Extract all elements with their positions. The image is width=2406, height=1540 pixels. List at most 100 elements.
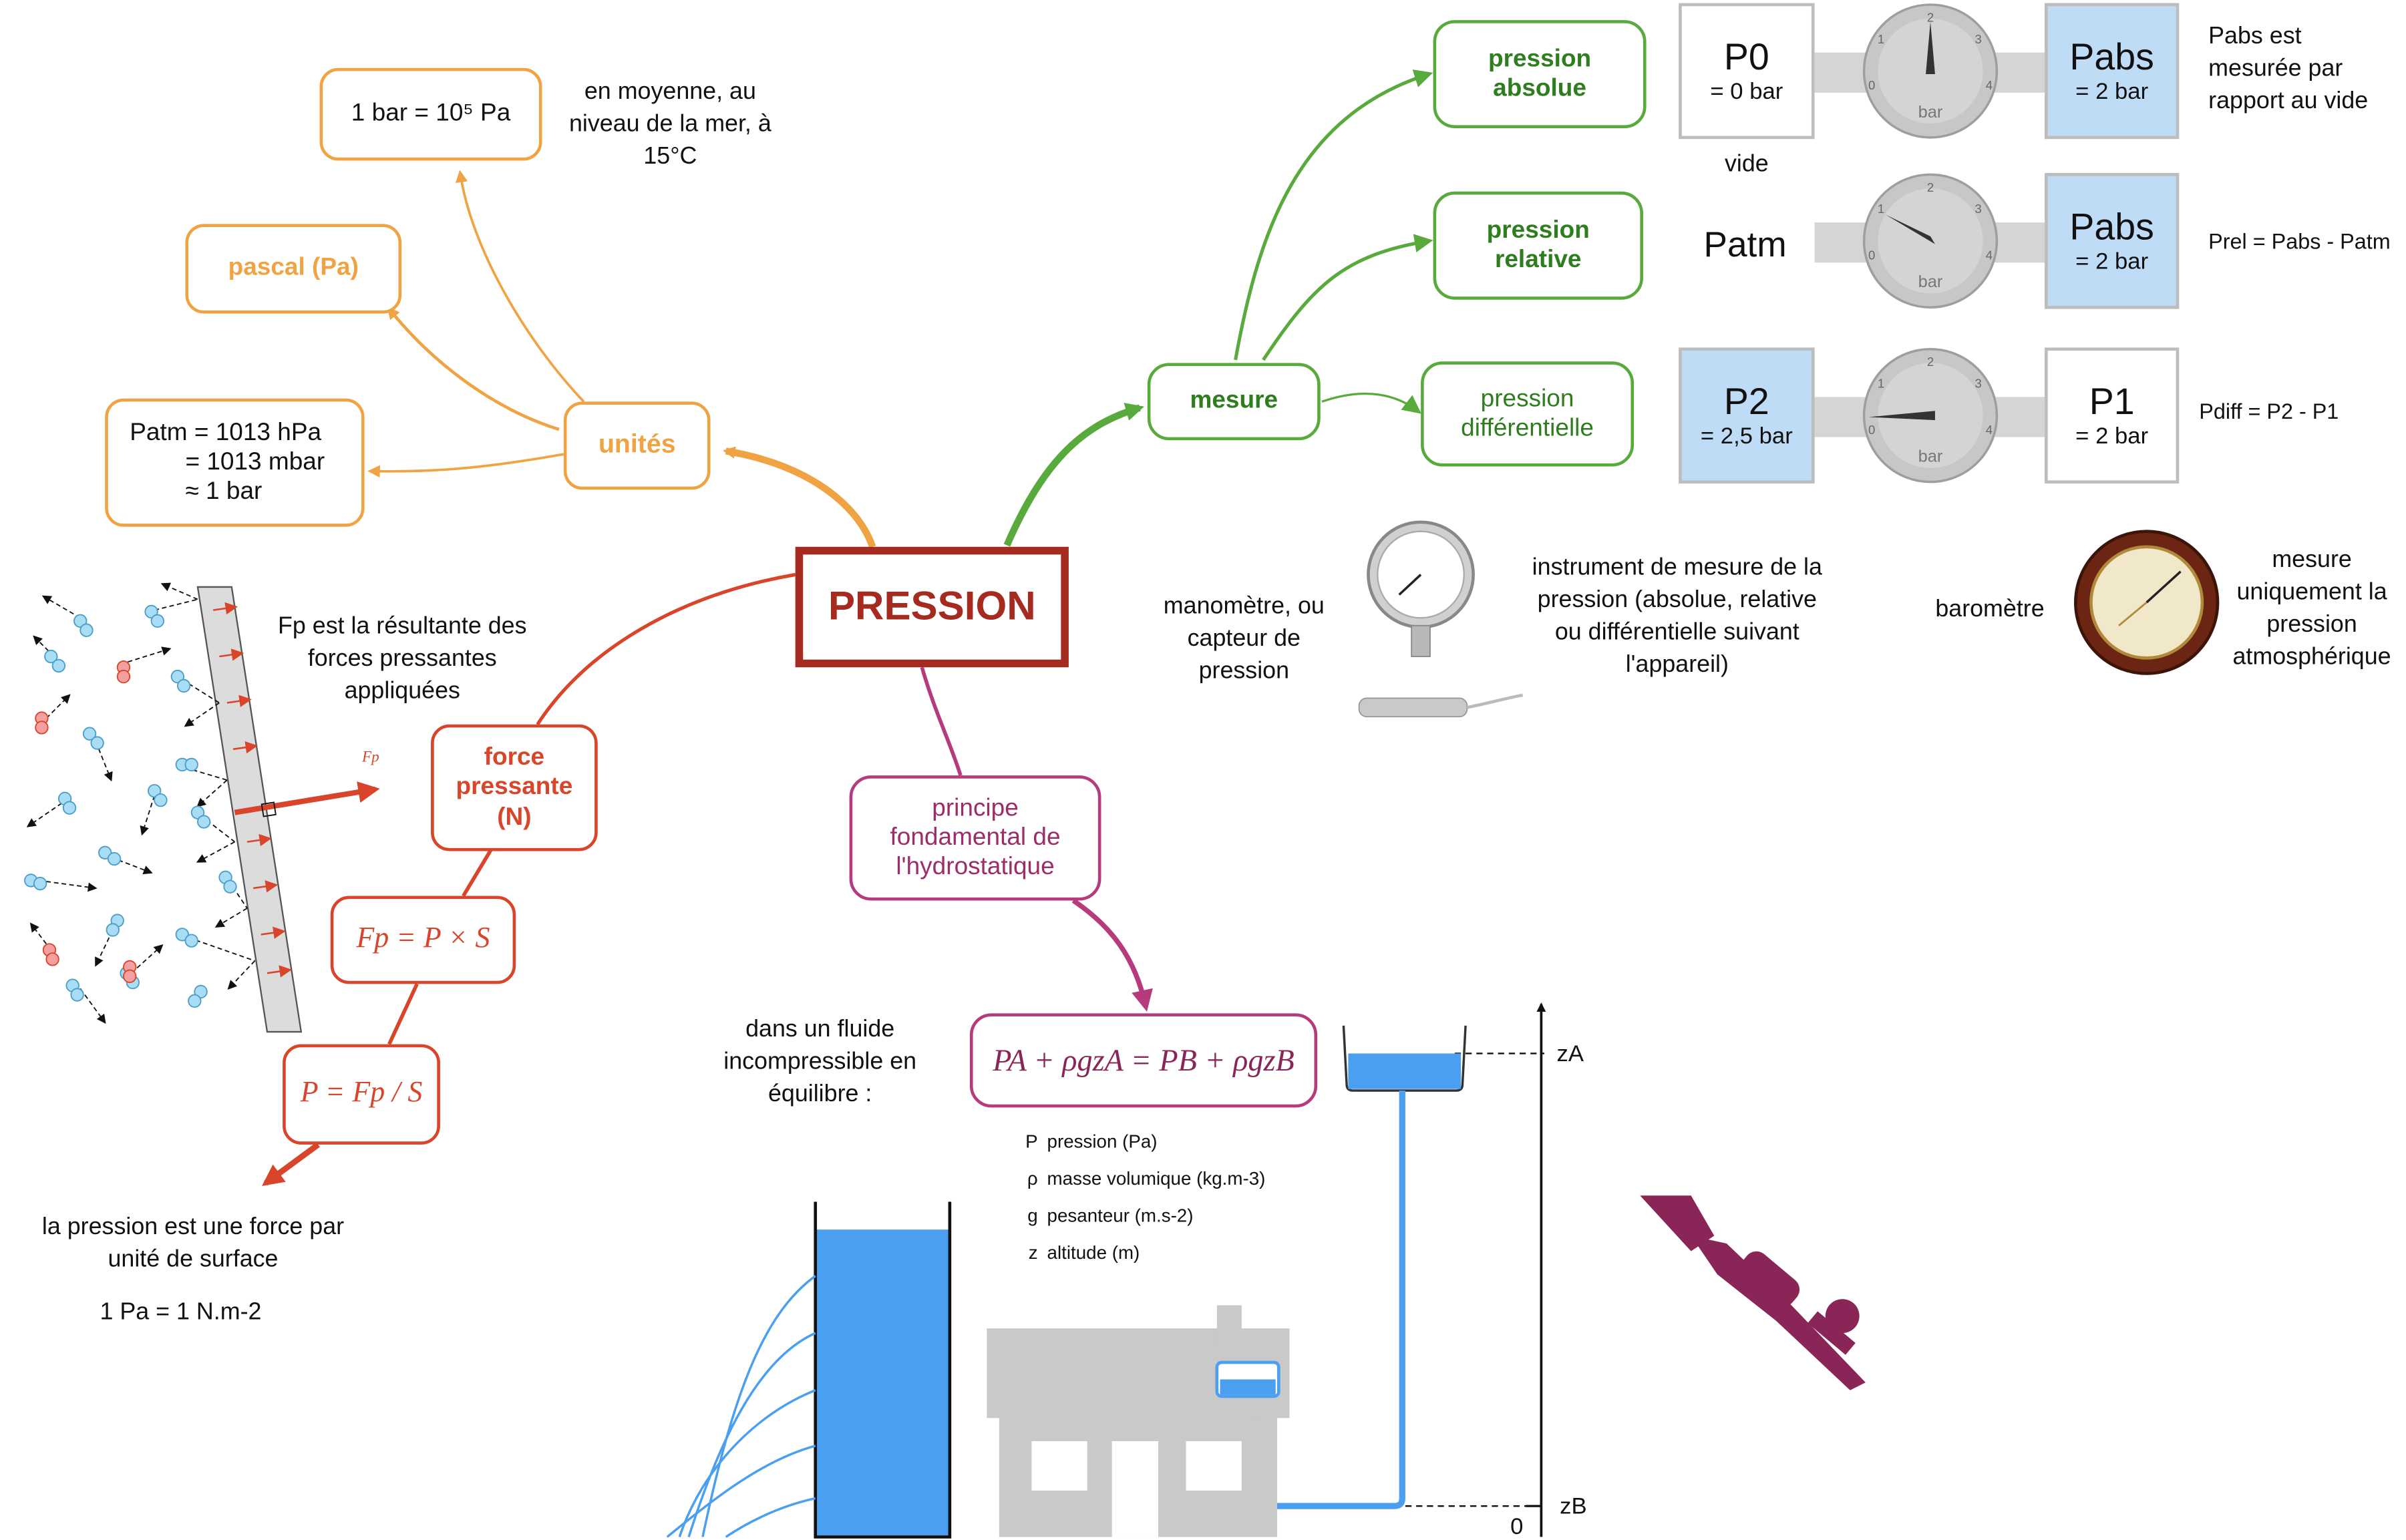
pabs-label-1: Pabs <box>2069 36 2154 78</box>
absolute-pressure-node[interactable]: pression absolue <box>1433 20 1647 128</box>
pressure-wall-illustration <box>24 582 380 1033</box>
manometer-image <box>1358 520 1524 718</box>
center-title: PRESSION <box>828 582 1036 630</box>
p1-box: P1 = 2 bar <box>2045 347 2180 484</box>
connector-center-force <box>536 572 796 726</box>
hydro-formula-node[interactable]: PA + ρgzA = PB + ρgzB <box>969 1013 1318 1108</box>
p0-value: = 0 bar <box>1710 79 1783 106</box>
units-label: unités <box>598 429 676 459</box>
force-formula-node[interactable]: Fp = P × S <box>330 896 516 984</box>
force-formula: Fp = P × S <box>356 922 490 955</box>
gauge-needle-3 <box>1868 411 1935 421</box>
connector-units-bar <box>455 170 585 403</box>
p1-value: = 2 bar <box>2075 423 2149 450</box>
pabs-label-2: Pabs <box>2069 206 2154 248</box>
hydrostatics-label: principe fondamental de l'hydrostatique <box>890 795 1061 881</box>
svg-text:bar: bar <box>1918 272 1943 291</box>
connector-center-units <box>723 446 876 548</box>
patm-line-2: = 1013 mbar <box>185 449 325 476</box>
patm-line-3: ≈ 1 bar <box>185 479 263 506</box>
resultant-note: Fp est la résultante des forces pressant… <box>278 613 527 705</box>
hydro-axis-labels: zA zB 0 <box>1510 1041 1586 1539</box>
connector-pressure-definition <box>262 1142 320 1186</box>
water-jets <box>666 1275 816 1538</box>
pascal-label: pascal (Pa) <box>228 255 359 282</box>
gauge-row-1: 1 2 3 0 4 bar <box>1814 3 2047 139</box>
absolute-note: Pabs est mesurée par rapport au vide <box>2208 23 2369 115</box>
differential-pressure-label: pression différentielle <box>1461 385 1594 442</box>
p1-label: P1 <box>2089 381 2135 423</box>
svg-text:3: 3 <box>1975 377 1982 391</box>
svg-text:0: 0 <box>1868 78 1875 92</box>
connector-units-patm <box>367 453 564 478</box>
svg-text:3: 3 <box>1975 32 1982 46</box>
svg-text:4: 4 <box>1986 248 1993 262</box>
hydrostatics-node[interactable]: principe fondamental de l'hydrostatique <box>849 775 1101 901</box>
sea-level-note: en moyenne, au niveau de la mer, à 15°C <box>568 78 771 170</box>
measure-node[interactable]: mesure <box>1147 363 1321 441</box>
legend-symbol: z <box>1028 1241 1038 1264</box>
connector-force-formula <box>462 848 493 897</box>
bar-definition-node[interactable]: 1 bar = 10⁵ Pa <box>319 67 542 161</box>
force-vector-arrow <box>234 781 380 815</box>
connector-formula-pressure <box>387 983 419 1045</box>
svg-text:1: 1 <box>1878 32 1884 46</box>
connector-measure-differential <box>1321 392 1421 414</box>
vacuum-label: vide <box>1724 151 1769 178</box>
legend-symbol: ρ <box>1027 1167 1038 1190</box>
connector-center-measure <box>1003 403 1144 547</box>
pascal-node[interactable]: pascal (Pa) <box>185 224 402 314</box>
bar-definition: 1 bar = 10⁵ Pa <box>351 101 511 128</box>
hydro-diagram <box>666 1002 1866 1539</box>
barometer-description: mesure uniquement la pression atmosphéri… <box>2232 546 2391 671</box>
patm-node[interactable]: Patm = 1013 hPa = 1013 mbar ≈ 1 bar <box>105 398 365 527</box>
legend-description: altitude (m) <box>1047 1241 1140 1264</box>
p2-label: P2 <box>1723 381 1769 423</box>
house <box>987 1305 1290 1537</box>
force-vector-label: Fp <box>362 749 379 767</box>
pabs-box-2: Pabs = 2 bar <box>2045 173 2180 309</box>
force-node[interactable]: force pressante (N) <box>431 724 598 851</box>
molecules-blue <box>24 604 237 1008</box>
p2-value: = 2,5 bar <box>1700 423 1793 450</box>
connector-units-pascal <box>387 306 560 431</box>
legend-description: pesanteur (m.s-2) <box>1047 1205 1194 1227</box>
barometer-image <box>2074 530 2220 675</box>
svg-text:2: 2 <box>1927 180 1934 194</box>
center-node[interactable]: PRESSION <box>795 546 1069 668</box>
svg-text:4: 4 <box>1986 78 1993 92</box>
svg-text:2: 2 <box>1927 10 1934 24</box>
differential-pressure-node[interactable]: pression différentielle <box>1421 361 1635 467</box>
svg-text:0: 0 <box>1868 423 1875 437</box>
p0-label: P0 <box>1723 36 1769 78</box>
svg-text:bar: bar <box>1918 103 1943 122</box>
legend-description: pression (Pa) <box>1047 1131 1158 1153</box>
units-node[interactable]: unités <box>563 401 711 490</box>
molecules-red <box>35 660 137 983</box>
pascal-unit-definition: 1 Pa = 1 N.m-2 <box>100 1299 262 1326</box>
p0-box: P0 = 0 bar <box>1679 3 1815 140</box>
connector-measure-absolute <box>1234 69 1433 361</box>
pressure-definition: la pression est une force par unité de s… <box>41 1214 345 1274</box>
legend-description: masse volumique (kg.m-3) <box>1047 1167 1266 1190</box>
water-column <box>815 1229 950 1536</box>
connector-hydro-formula <box>1071 898 1153 1012</box>
force-label: force pressante (N) <box>456 745 573 831</box>
svg-text:2: 2 <box>1927 355 1934 369</box>
scuba-diver <box>1640 1195 1866 1390</box>
pabs-box-1: Pabs = 2 bar <box>2045 3 2180 140</box>
gauge-needle-1 <box>1926 21 1935 75</box>
pabs-value-2: = 2 bar <box>2075 248 2149 276</box>
relative-pressure-node[interactable]: pression relative <box>1433 191 1643 300</box>
water-pipe <box>1252 1090 1405 1509</box>
pressure-formula-node[interactable]: P = Fp / S <box>283 1044 440 1145</box>
svg-text:0: 0 <box>1868 248 1875 262</box>
svg-text:4: 4 <box>1986 423 1993 437</box>
svg-text:1: 1 <box>1878 202 1884 216</box>
manometer-description: instrument de mesure de la pression (abs… <box>1532 554 1822 679</box>
